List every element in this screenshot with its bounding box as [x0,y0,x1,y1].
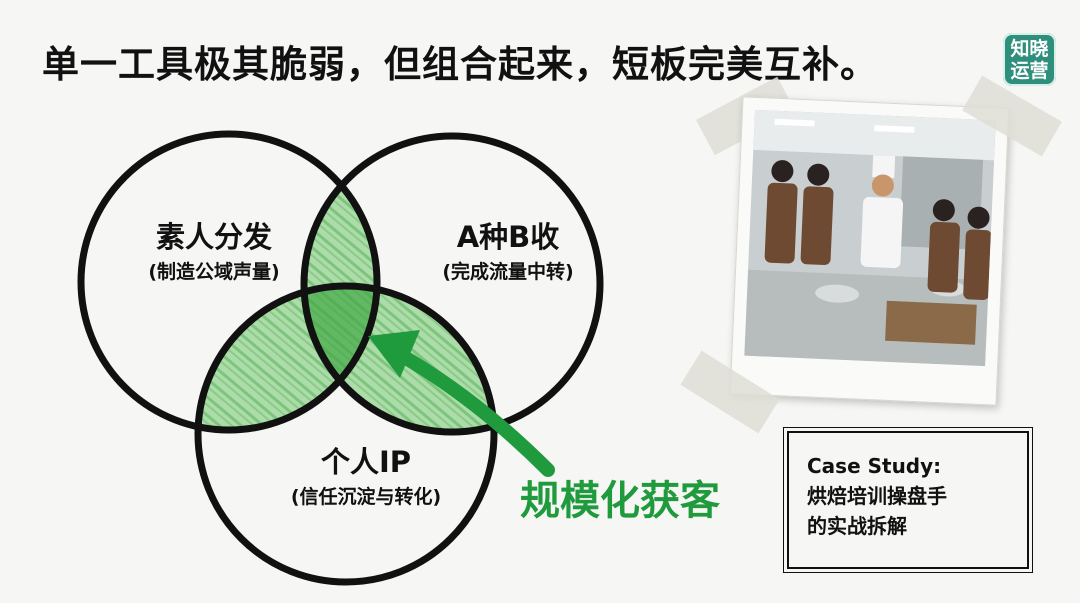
brand-logo: 知晓 运营 [1003,33,1056,86]
circle-title: A种B收 [456,220,560,254]
circle-title: 个人IP [320,445,412,479]
arrow-icon [368,330,555,477]
circle-subtitle: (信任沉淀与转化) [290,486,442,508]
case-study-box: Case Study: 烘焙培训操盘手 的实战拆解 [783,427,1033,573]
page-title: 单一工具极其脆弱，但组合起来，短板完美互补。 [42,43,878,86]
case-study-line2: 烘焙培训操盘手 [807,484,947,508]
case-study-line1: Case Study: [807,454,942,478]
case-study-line3: 的实战拆解 [807,514,907,538]
intersection-callout: 规模化获客 [520,478,720,524]
circle-label-personal-ip: 个人IP (信任沉淀与转化) [291,444,441,510]
baking-class-photo [729,96,1010,406]
circle-subtitle: (完成流量中转) [442,261,574,283]
circle-label-transfer: A种B收 (完成流量中转) [442,219,573,285]
logo-text-line1: 知晓 [1010,37,1049,60]
overlap-a-c [198,286,377,430]
circle-traffic-transfer [300,132,604,436]
circle-title: 素人分发 [155,220,272,254]
circle-public-distribution [77,130,381,434]
logo-text-line2: 运营 [1010,59,1049,82]
circle-subtitle: (制造公域声量) [148,261,280,283]
circle-personal-ip [194,282,498,586]
circle-label-distribution: 素人分发 (制造公域声量) [148,219,279,285]
photo-image [744,109,996,367]
